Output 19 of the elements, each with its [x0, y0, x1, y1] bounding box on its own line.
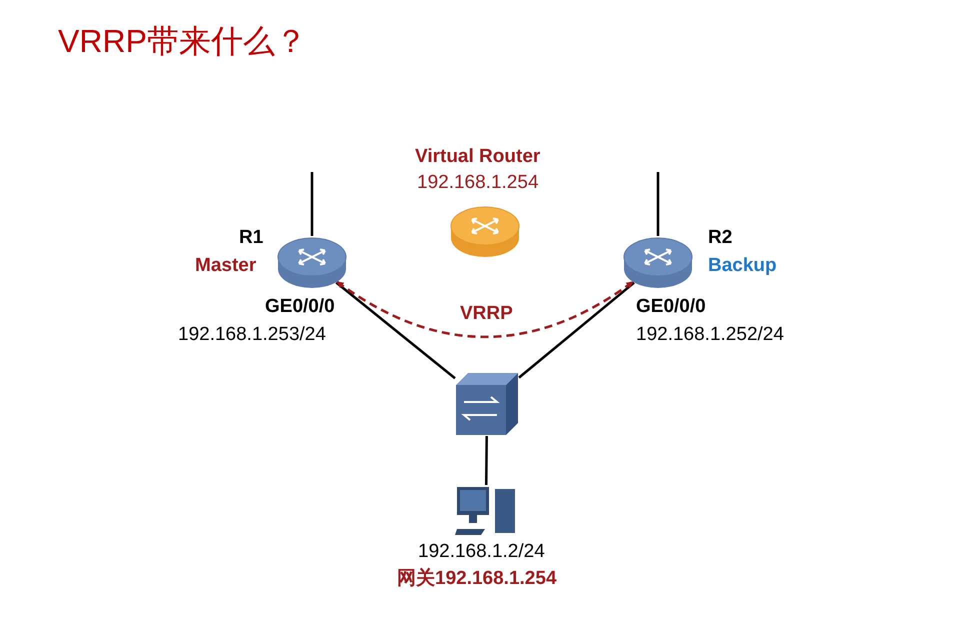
link-line: [656, 172, 660, 236]
link-line: [518, 282, 635, 379]
node-label: R1: [239, 227, 264, 249]
interface-label: 192.168.1.253/24: [178, 324, 326, 346]
node-label: Virtual Router: [415, 146, 540, 168]
arrow: [336, 280, 634, 338]
interface-label: GE0/0/0: [265, 296, 335, 318]
node-label: R2: [708, 227, 732, 249]
interface-label: 192.168.1.252/24: [636, 324, 784, 346]
interface-label: GE0/0/0: [636, 296, 706, 318]
link-line: [335, 282, 456, 380]
interface-label: 网关192.168.1.254: [397, 568, 557, 590]
link-line: [310, 172, 314, 236]
node-label: Backup: [708, 255, 777, 277]
node-label: 192.168.1.254: [417, 172, 539, 194]
title: VRRP带来什么？: [58, 22, 307, 61]
interface-label: 192.168.1.2/24: [418, 541, 545, 563]
node-label: Master: [195, 255, 256, 277]
link-line: [485, 436, 488, 485]
